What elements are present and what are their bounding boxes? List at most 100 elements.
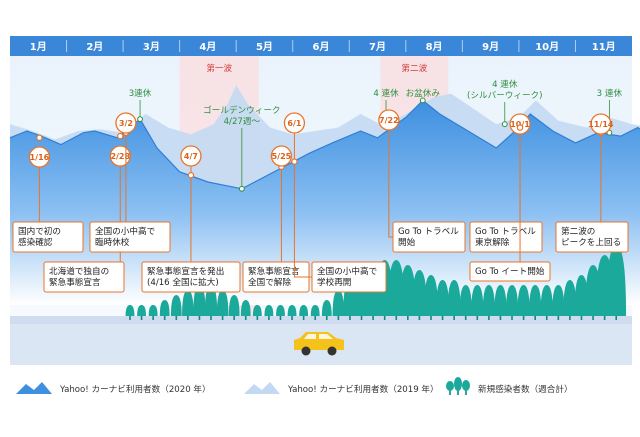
series-2020-area [10,100,640,305]
road-edge [10,316,632,324]
event-date-2: 2/28 [110,152,130,161]
holiday-label-4: お盆休み [406,87,441,99]
month-label-3: 3月 [143,41,160,53]
event-date-circle-4 [180,145,202,167]
event-date-7: 7/22 [379,116,399,125]
infection-tree-week-21 [252,305,262,320]
legend-item-2019: Yahoo! カーナビ利用者数（2019 年） [244,382,439,395]
series-2020-line [9,99,640,190]
infection-tree-week-26 [310,305,320,320]
event-box-7 [392,221,466,253]
infection-tree-week-12 [148,305,158,320]
wave-label-1: 第一波 [206,62,232,74]
event-date-10: 11/14 [588,120,614,129]
event-box-6 [311,261,387,293]
event-label-9: Go To イート開始 [475,265,545,277]
infection-tree-week-14 [170,295,182,320]
event-point-9 [516,124,524,131]
event-label-3: 全国の小中高で臨時休校 [95,225,155,248]
event-label-10: 第二波のピークを上回る [561,225,621,248]
infection-tree-week-44 [517,285,530,320]
infection-tree-week-39 [459,285,472,320]
event-label-2: 北海道で独自の緊急事態宣言 [49,265,109,288]
infection-tree-week-23 [276,305,285,320]
holiday-label-3: 4 連休 [373,87,399,99]
infection-tree-week-24 [287,305,297,320]
infection-tree-week-16 [193,285,206,320]
event-date-6: 6/1 [287,119,301,128]
legend-tree-2 [454,377,462,391]
infection-tree-week-19 [228,295,240,320]
infection-tree-week-35 [411,270,428,320]
infection-tree-week-45 [528,285,542,320]
event-label-6: 全国の小中高で学校再開 [317,265,377,288]
event-date-4: 4/7 [184,152,198,161]
infection-tree-week-17 [204,285,218,320]
infection-tree-week-52 [606,245,627,320]
holiday-label-5: 4 連休(シルバーウィーク) [467,78,542,101]
event-box-9 [469,261,551,282]
legend-swatch-2020 [16,382,52,394]
infection-tree-week-42 [494,285,507,320]
legend-swatch-2019 [244,382,280,394]
infection-tree-week-15 [182,290,194,320]
event-point-4 [187,171,195,179]
holiday-label-1: 3連休 [129,87,152,99]
event-point-2 [117,132,124,140]
infection-tree-week-28 [332,290,345,320]
event-box-4 [141,261,241,293]
event-date-1: 1/16 [30,153,50,162]
event-date-circle-2 [109,145,131,167]
legend-tree-3 [462,380,470,391]
legend-item-2020: Yahoo! カーナビ利用者数（2020 年） [16,382,211,395]
infection-tree-week-34 [399,265,416,320]
event-box-2 [43,261,125,293]
event-label-5: 緊急事態宣言全国で解除 [248,265,300,288]
infection-tree-week-38 [447,280,461,320]
event-date-3: 3/2 [119,119,133,128]
infection-tree-week-18 [216,290,229,320]
car-icon [294,332,344,356]
legend-label-2020: Yahoo! カーナビ利用者数（2020 年） [59,383,211,395]
infection-tree-week-37 [435,280,450,320]
legend-label-2019: Yahoo! カーナビ利用者数（2019 年） [287,383,439,395]
event-date-circle-7 [378,109,400,131]
event-box-10 [555,221,629,253]
infection-tree-week-48 [563,280,577,320]
holiday-marker-2 [238,185,245,192]
month-label-1: 1月 [30,41,47,53]
event-box-8 [469,221,543,253]
infection-tree-week-46 [540,285,553,320]
event-label-4: 緊急事態宣言を発出(4/16 全国に拡大) [147,265,224,288]
holiday-marker-5 [501,121,508,128]
legend-item-infections: 新規感染者数（週合計） [446,377,573,395]
month-label-4: 4月 [199,41,216,53]
infection-tree-week-25 [299,305,309,320]
event-point-6 [291,158,298,165]
event-date-circle-6 [283,112,306,134]
infection-tree-week-40 [471,285,484,320]
event-date-5: 5/25 [272,152,292,161]
month-label-9: 9月 [482,41,499,53]
month-label-6: 6月 [313,41,330,53]
infection-tree-week-47 [552,285,565,320]
month-label-5: 5月 [256,41,273,53]
month-header-bar [10,36,632,56]
month-label-8: 8月 [426,41,443,53]
infection-tree-week-10 [125,305,135,320]
holiday-marker-1 [137,116,143,122]
legend-tree-1 [446,381,454,391]
month-label-7: 7月 [369,41,386,53]
infection-tree-week-36 [423,275,439,320]
month-label-10: 10月 [535,41,559,53]
infection-tree-week-11 [137,305,147,320]
month-label-11: 11月 [592,41,616,53]
holiday-label-6: 3 連休 [597,87,623,99]
infection-tree-week-13 [159,300,170,320]
event-date-circle-5 [270,145,293,167]
event-date-circle-3 [115,112,137,134]
event-date-circle-10 [590,113,612,135]
infection-tree-week-20 [240,300,251,320]
infection-tree-week-22 [264,305,274,320]
